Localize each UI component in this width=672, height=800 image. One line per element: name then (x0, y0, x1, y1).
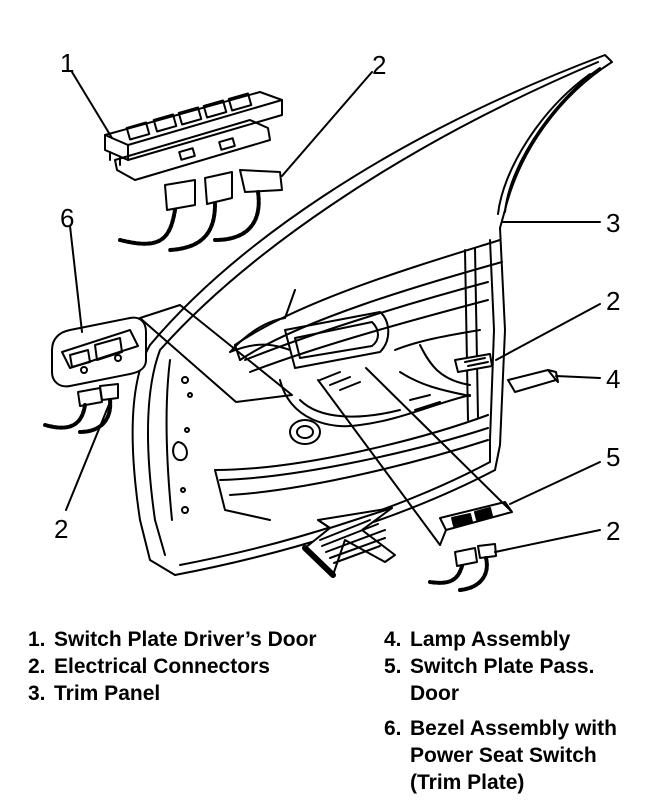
leader-lines (65, 71, 601, 553)
electrical-connector-left (43, 383, 119, 434)
legend-item-6-cont: Power Seat Switch (384, 742, 617, 769)
legend-item-6: 6. Bezel Assembly with (384, 715, 617, 742)
switch-plate-driver (104, 91, 283, 181)
trim-panel (214, 247, 489, 521)
callout-3: 3 (606, 208, 621, 238)
legend-number: 2. (28, 655, 46, 678)
callout-6: 6 (60, 203, 75, 233)
legend-number: 6. (384, 717, 402, 740)
legend-item-1: 1. Switch Plate Driver’s Door (28, 626, 317, 653)
legend-number: 1. (28, 628, 46, 651)
door-trim-exploded-diagram (43, 54, 613, 592)
electrical-connectors-top (118, 169, 283, 252)
legend-item-5-cont: Door (384, 680, 617, 707)
callout-1: 1 (60, 48, 75, 78)
callout-2-top: 2 (372, 50, 387, 80)
legend-label: Bezel Assembly with (410, 717, 617, 740)
switch-plate-passenger (439, 501, 513, 531)
legend-label: Lamp Assembly (410, 628, 571, 651)
legend-number: 5. (384, 655, 402, 678)
legend-right: 4. Lamp Assembly 5. Switch Plate Pass. D… (384, 626, 617, 796)
legend-label: (Trim Plate) (410, 771, 525, 794)
lamp-assembly (507, 369, 559, 393)
callout-2-right: 2 (606, 286, 621, 316)
legend-label: Switch Plate Driver’s Door (54, 628, 317, 651)
legend-number: 4. (384, 628, 402, 651)
legend-label: Electrical Connectors (54, 655, 270, 678)
legend-item-3: 3. Trim Panel (28, 680, 317, 707)
legend-label: Power Seat Switch (410, 744, 597, 767)
direction-arrow (302, 507, 396, 578)
callout-4: 4 (606, 364, 621, 394)
legend-item-6-cont2: (Trim Plate) (384, 769, 617, 796)
electrical-connector-right (454, 353, 493, 373)
legend-label: Door (410, 682, 459, 705)
callout-2-left: 2 (54, 514, 69, 544)
electrical-connector-bottom (428, 543, 497, 592)
legend-item-4: 4. Lamp Assembly (384, 626, 617, 653)
bezel-assembly (51, 316, 147, 388)
legend-number: 3. (28, 682, 46, 705)
legend-item-5: 5. Switch Plate Pass. (384, 653, 617, 680)
callout-5: 5 (606, 442, 621, 472)
legend-label: Trim Panel (54, 682, 161, 705)
callout-2-bottom: 2 (606, 516, 621, 546)
legend-left: 1. Switch Plate Driver’s Door 2. Electri… (28, 626, 317, 707)
legend-label: Switch Plate Pass. (410, 655, 595, 678)
legend-item-2: 2. Electrical Connectors (28, 653, 317, 680)
